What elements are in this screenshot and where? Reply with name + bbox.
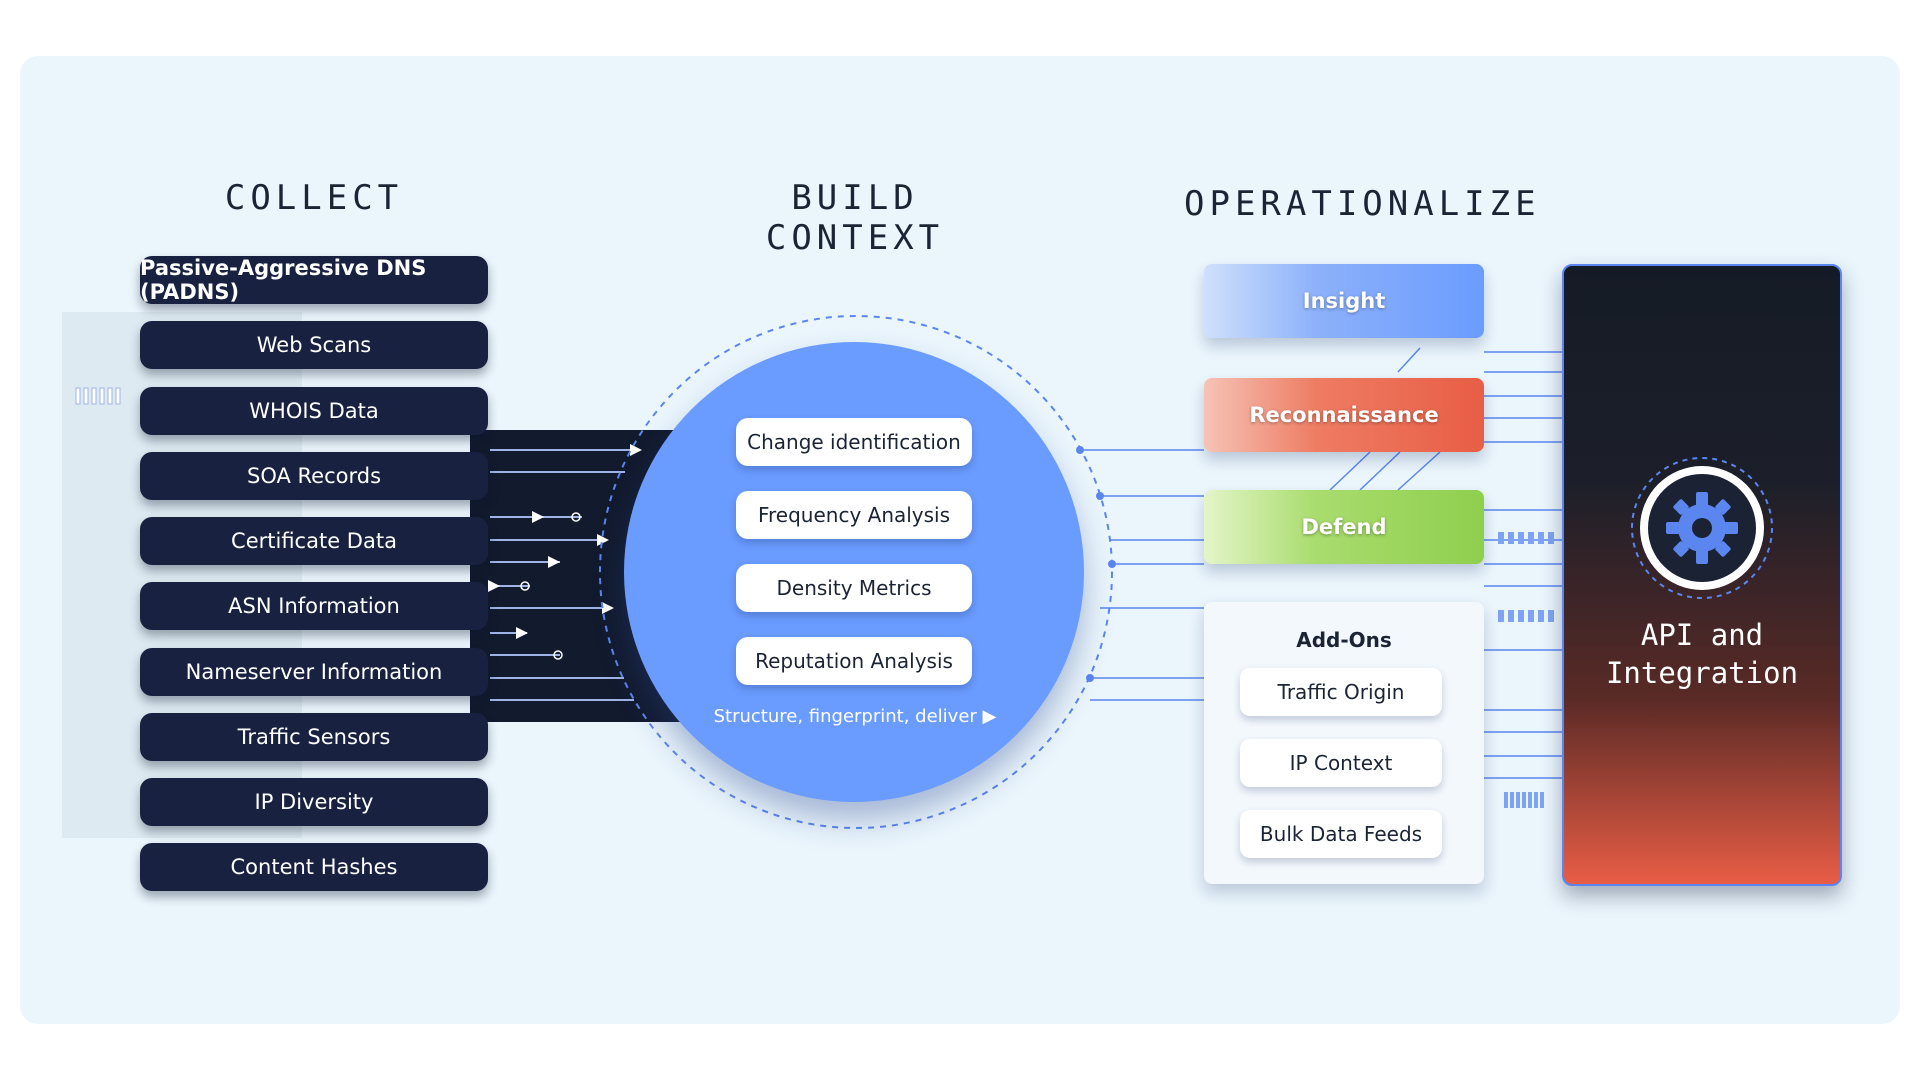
- api-label: API and Integration: [1564, 616, 1840, 692]
- context-note-text: Structure, fingerprint, deliver: [713, 706, 977, 727]
- context-item-reputation: Reputation Analysis: [736, 637, 972, 685]
- heading-collect: COLLECT: [224, 178, 404, 218]
- api-label-line2: Integration: [1605, 656, 1799, 690]
- addon-bulk-data-feeds: Bulk Data Feeds: [1240, 810, 1442, 858]
- heading-operationalize: OPERATIONALIZE: [1184, 184, 1541, 224]
- collect-item-ip-diversity: IP Diversity: [140, 778, 488, 826]
- addons-title: Add-Ons: [1296, 628, 1392, 652]
- arrow-icon: ▶: [982, 706, 997, 727]
- collect-item-padns: Passive-Aggressive DNS (PADNS): [140, 256, 488, 304]
- addons-box: Add-Ons Traffic Origin IP Context Bulk D…: [1204, 602, 1484, 884]
- collect-item-content-hashes: Content Hashes: [140, 843, 488, 891]
- insight-box: Insight: [1204, 264, 1484, 338]
- collect-item-whois: WHOIS Data: [140, 387, 488, 435]
- context-item-density: Density Metrics: [736, 564, 972, 612]
- reconnaissance-box: Reconnaissance: [1204, 378, 1484, 452]
- collect-item-asn: ASN Information: [140, 582, 488, 630]
- api-integration-panel: API and Integration: [1562, 264, 1842, 886]
- heading-build-context: BUILD CONTEXT: [765, 178, 945, 258]
- addon-traffic-origin: Traffic Origin: [1240, 668, 1442, 716]
- collect-item-certificate: Certificate Data: [140, 517, 488, 565]
- collect-item-traffic-sensors: Traffic Sensors: [140, 713, 488, 761]
- collect-item-soa: SOA Records: [140, 452, 488, 500]
- api-label-line1: API and: [1640, 618, 1764, 652]
- context-note: Structure, fingerprint, deliver ▶: [700, 706, 1010, 727]
- collect-item-nameserver: Nameserver Information: [140, 648, 488, 696]
- context-item-change: Change identification: [736, 418, 972, 466]
- collect-item-web-scans: Web Scans: [140, 321, 488, 369]
- context-item-frequency: Frequency Analysis: [736, 491, 972, 539]
- defend-box: Defend: [1204, 490, 1484, 564]
- addon-ip-context: IP Context: [1240, 739, 1442, 787]
- gear-icon: [1631, 457, 1773, 599]
